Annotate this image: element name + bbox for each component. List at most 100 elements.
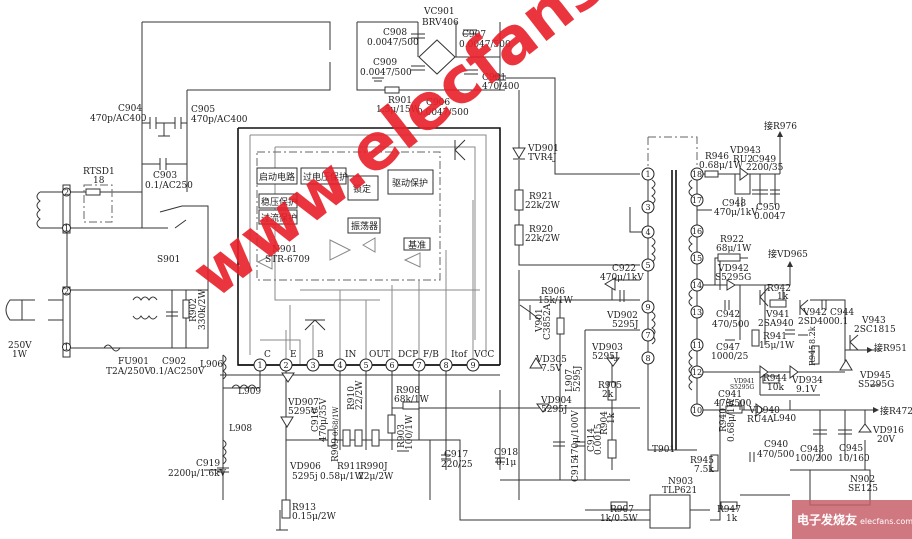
label-ref: R913 (292, 503, 316, 513)
label-ref: C905 (191, 105, 215, 115)
pin-name: E (290, 350, 297, 360)
label-value: 0.0047/500 (459, 40, 511, 50)
block-ocp-label: 过流保护 (261, 212, 297, 224)
label-value: 0.15μ/2W (292, 512, 337, 522)
label-value: 2200/35 (746, 163, 784, 173)
resistor-r902 (182, 299, 190, 319)
label-ref: C950 (756, 203, 780, 213)
label-value: 5295J (592, 352, 619, 362)
resistor-r909 (327, 429, 336, 447)
label-ref: C940 (764, 440, 788, 450)
block-ovp (300, 167, 347, 185)
label-ref: C915 (571, 458, 581, 482)
label-value: 68k/1W (394, 395, 430, 405)
block-reg (258, 193, 298, 209)
pin-number: 2 (283, 361, 288, 370)
label-value: 470μ/1kV (600, 273, 644, 283)
label-ref: C941 (718, 390, 742, 400)
label-ref: R946 (705, 152, 729, 162)
label-value: 7.5k (694, 465, 714, 475)
label-value: 470μ/1kV (714, 208, 758, 218)
label-value: 1W (12, 350, 28, 360)
block-ref (403, 237, 431, 251)
t901-pin: 8 (645, 354, 650, 363)
label-value: 0.68/1W (332, 406, 340, 436)
block-drive-label: 驱动保护 (392, 177, 428, 189)
label-value: 250V (8, 341, 32, 351)
diodes (280, 167, 872, 433)
diode-vd901 (512, 147, 526, 160)
label-ref: C904 (118, 104, 142, 114)
resistor-r942 (769, 299, 787, 308)
label-ref: R903 (397, 424, 407, 448)
resistor-r947 (720, 501, 738, 510)
label-ref: R909 (331, 438, 341, 462)
pin-name: B (317, 350, 324, 360)
label-ref: C918 (494, 448, 518, 458)
label-ref: C901 (482, 73, 506, 83)
connector-pin: 2 (64, 188, 69, 197)
t901-pin: 16 (692, 227, 702, 236)
label-ref: VD907 (287, 398, 319, 408)
label-value: 22k/2W (525, 201, 561, 211)
label-value: 470p/AC400 (191, 115, 248, 125)
label-value: 18 (93, 176, 105, 186)
pin-number: 7 (416, 361, 421, 370)
label-value: 100/200 (795, 454, 833, 464)
logo-cn: 电子发烧友 (797, 512, 857, 527)
label-ref: L908 (229, 424, 252, 434)
label-value: S5295G (715, 273, 751, 283)
label-value: 10/160 (838, 454, 870, 464)
chip-pins: 1 2 3 4 5 6 7 8 9 C E B IN OUT DCP F/B I… (253, 350, 494, 372)
resistor-r904 (607, 439, 617, 459)
connector-pins: 2 1 2 1 (62, 187, 71, 352)
label-value: 0.0047 (754, 212, 786, 222)
label-ref: R920 (529, 225, 553, 235)
resistor-r910 (371, 429, 380, 447)
label-value: 1k/0.5W (600, 514, 639, 524)
label-value: 5295j (292, 472, 318, 482)
label-value: 220/25 (441, 460, 473, 470)
t901-pin: 11 (692, 341, 702, 350)
t901-pin: 15 (692, 254, 702, 263)
block-start (256, 167, 298, 185)
label-ref: VD902 (606, 311, 638, 321)
block-ovp-label: 过电压保护 (303, 171, 348, 183)
label-value: 330k/2W (198, 289, 208, 330)
label-value: 470μ/35V (319, 397, 329, 442)
ground-symbols (158, 77, 880, 531)
label-ref: L940 (773, 414, 796, 424)
label-ref: RTSD1 (83, 167, 115, 177)
label-ref: R921 (529, 192, 553, 202)
label-ref: R922 (720, 235, 744, 245)
label-ref: VD940 (748, 406, 780, 416)
pin-name: C (264, 350, 271, 360)
resistor-r920 (514, 224, 524, 246)
transformer-ref: T901 (652, 445, 675, 455)
label-ref: C943 (800, 445, 824, 455)
label-value: 5295J (612, 320, 639, 330)
pin-number: 8 (443, 361, 448, 370)
pin-name: IN (345, 350, 357, 360)
label-value: 0.1μ (496, 458, 516, 468)
label-value: 15k/1W (538, 296, 574, 306)
label-value: 2SA940 (758, 319, 794, 329)
label-value: 1k (607, 412, 617, 424)
label-ref: R941 (763, 332, 787, 342)
site-logo: 电子发烧友 elecfans.com (792, 500, 912, 539)
t901-pin: 7 (645, 331, 650, 340)
connector-pin: 2 (64, 287, 69, 296)
label-value: 0.1 (834, 317, 848, 327)
block-start-label: 启动电路 (259, 171, 295, 183)
label-ref: C917 (444, 450, 468, 460)
label-value: 1.5μ/15W (376, 105, 421, 115)
resistor-r945 (710, 454, 719, 472)
pin-name: DCP (398, 350, 418, 360)
label-ref: FU901 (118, 357, 149, 367)
label-ref: C902 (162, 357, 186, 367)
label-ref: C910 (311, 408, 321, 432)
t901-pin: 9 (645, 303, 650, 312)
label-value: 0.68μ/1W (727, 397, 737, 442)
